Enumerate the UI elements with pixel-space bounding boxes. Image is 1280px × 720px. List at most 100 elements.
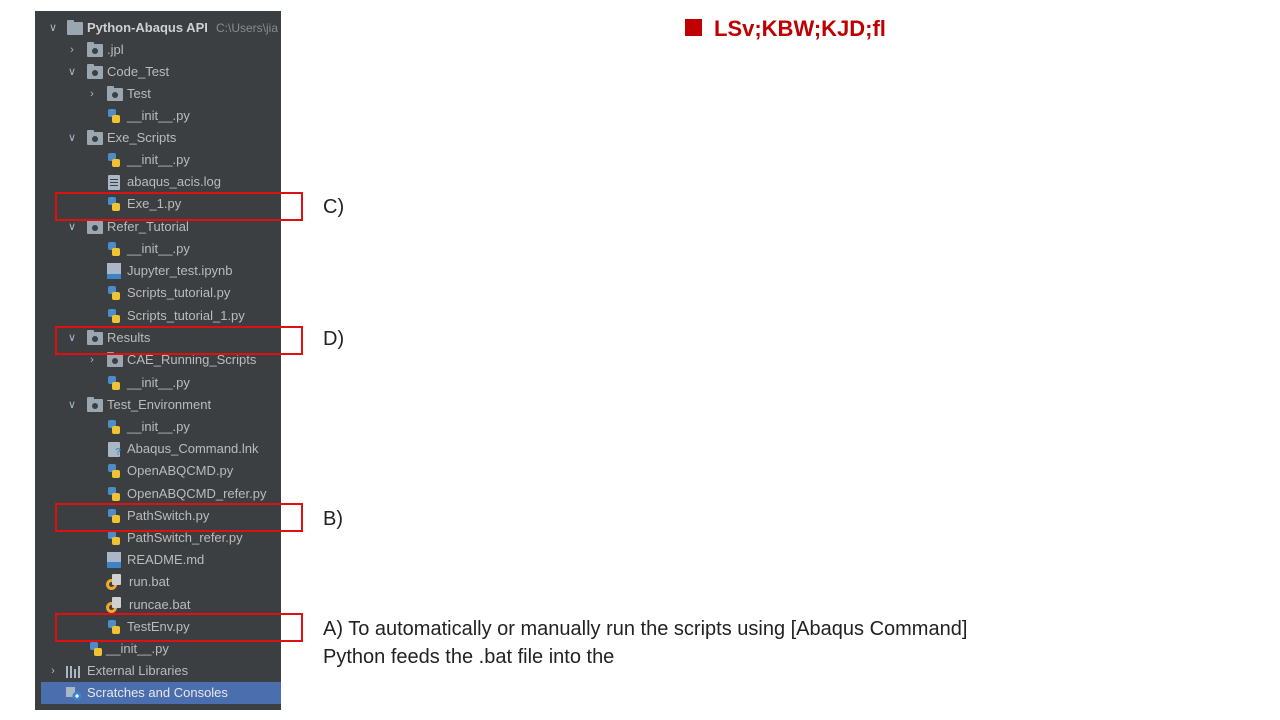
tree-item-label: runcae.bat bbox=[129, 597, 191, 612]
highlight-box-exe-1 bbox=[55, 192, 303, 221]
tree-item-label: run.bat bbox=[129, 574, 170, 589]
python-file-icon bbox=[107, 619, 121, 635]
chevron-down-icon[interactable]: ∨ bbox=[67, 399, 77, 411]
tree-item-label: Exe_1.py bbox=[127, 196, 182, 211]
tree-item-test[interactable]: › Test bbox=[35, 83, 281, 105]
folder-icon bbox=[107, 86, 123, 101]
python-file-icon bbox=[107, 108, 121, 124]
tree-item-results[interactable]: ∨ Results bbox=[35, 327, 281, 349]
python-file-icon bbox=[107, 285, 121, 301]
tree-item-label: External Libraries bbox=[87, 663, 189, 678]
python-file-icon bbox=[107, 508, 121, 524]
tree-item-file[interactable]: Jupyter_test.ipynb bbox=[35, 260, 281, 282]
tree-item-label: __init__.py bbox=[127, 419, 190, 434]
tree-item-label: __init__.py bbox=[127, 108, 190, 123]
python-file-icon bbox=[107, 241, 121, 257]
bullet-square-icon bbox=[685, 19, 702, 36]
tree-item-file[interactable]: run.bat bbox=[35, 571, 281, 593]
tree-item-file[interactable]: __init__.py bbox=[35, 105, 281, 127]
folder-icon bbox=[87, 64, 103, 79]
notebook-file-icon bbox=[107, 263, 121, 279]
chevron-right-icon[interactable]: › bbox=[90, 88, 94, 100]
slide-heading-text: LSv;KBW;KJD;fl bbox=[714, 16, 886, 41]
tree-item-label: Test bbox=[127, 86, 151, 101]
tree-item-label: Exe_Scripts bbox=[107, 130, 177, 145]
scratches-icon bbox=[66, 686, 82, 701]
shortcut-file-icon bbox=[108, 442, 121, 458]
tree-item-file[interactable]: PathSwitch.py bbox=[35, 505, 281, 527]
tree-item-file[interactable]: README.md bbox=[35, 549, 281, 571]
highlight-box-testenv bbox=[55, 613, 303, 642]
project-root-path: C:\Users\jia bbox=[216, 21, 279, 35]
annotation-a-line2: Python feeds the .bat file into the bbox=[323, 646, 615, 668]
tree-item-file[interactable]: Abaqus_Command.lnk bbox=[35, 438, 281, 460]
tree-item-file[interactable]: runcae.bat bbox=[35, 594, 281, 616]
annotation-c: C) bbox=[323, 196, 345, 218]
tree-item-label: Results bbox=[107, 330, 151, 345]
folder-icon bbox=[87, 397, 103, 412]
tree-item-label: TestEnv.py bbox=[127, 619, 190, 634]
annotation-a: A) To automatically or manually run the … bbox=[323, 615, 967, 671]
tree-item-label: CAE_Running_Scripts bbox=[127, 352, 257, 367]
tree-item-file[interactable]: TestEnv.py bbox=[35, 616, 281, 638]
python-file-icon bbox=[107, 152, 121, 168]
tree-item-label: OpenABQCMD_refer.py bbox=[127, 486, 267, 501]
tree-item-test-environment[interactable]: ∨ Test_Environment bbox=[35, 394, 281, 416]
python-file-icon bbox=[107, 486, 121, 502]
tree-item-file[interactable]: Scripts_tutorial.py bbox=[35, 282, 281, 304]
tree-item-file[interactable]: PathSwitch_refer.py bbox=[35, 527, 281, 549]
tree-item-file[interactable]: __init__.py bbox=[35, 149, 281, 171]
tree-item-file[interactable]: abaqus_acis.log bbox=[35, 171, 281, 193]
folder-icon bbox=[87, 130, 103, 145]
folder-icon bbox=[87, 42, 103, 57]
tree-item-label: PathSwitch.py bbox=[127, 508, 210, 523]
tree-item-jpl[interactable]: › .jpl bbox=[35, 39, 281, 61]
tree-item-file[interactable]: __init__.py bbox=[35, 372, 281, 394]
python-file-icon bbox=[107, 196, 121, 212]
tree-item-label: abaqus_acis.log bbox=[127, 174, 221, 189]
tree-item-file[interactable]: __init__.py bbox=[35, 638, 281, 660]
tree-item-exe-scripts[interactable]: ∨ Exe_Scripts bbox=[35, 127, 281, 149]
highlight-box-pathswitch bbox=[55, 503, 303, 532]
annotation-d: D) bbox=[323, 328, 345, 350]
tree-item-file[interactable]: Scripts_tutorial_1.py bbox=[35, 305, 281, 327]
tree-item-label: README.md bbox=[127, 552, 205, 567]
python-file-icon bbox=[107, 375, 121, 391]
tree-item-label: __init__.py bbox=[106, 641, 169, 656]
tree-root[interactable]: ∨ Python-Abaqus API C:\Users\jia bbox=[35, 17, 281, 39]
tree-item-file[interactable]: OpenABQCMD_refer.py bbox=[35, 483, 281, 505]
python-file-icon bbox=[107, 530, 121, 546]
tree-item-file[interactable]: OpenABQCMD.py bbox=[35, 460, 281, 482]
tree-item-label: Scratches and Consoles bbox=[87, 685, 228, 700]
chevron-right-icon[interactable]: › bbox=[70, 44, 74, 56]
chevron-right-icon[interactable]: › bbox=[90, 354, 94, 366]
tree-item-label: Code_Test bbox=[107, 64, 170, 79]
chevron-down-icon[interactable]: ∨ bbox=[67, 332, 77, 344]
tree-item-code-test[interactable]: ∨ Code_Test bbox=[35, 61, 281, 83]
chevron-right-icon[interactable]: › bbox=[51, 665, 55, 677]
tree-item-external-libraries[interactable]: › External Libraries bbox=[35, 660, 281, 682]
python-file-icon bbox=[107, 308, 121, 324]
chevron-down-icon[interactable]: ∨ bbox=[48, 22, 58, 34]
folder-icon bbox=[87, 330, 103, 345]
annotation-b: B) bbox=[323, 508, 343, 530]
tree-item-file[interactable]: Exe_1.py bbox=[35, 193, 281, 215]
project-tree-panel: ∨ Python-Abaqus API C:\Users\jia › .jpl … bbox=[35, 11, 281, 710]
tree-item-label: __init__.py bbox=[127, 152, 190, 167]
tree-item-label: __init__.py bbox=[127, 241, 190, 256]
tree-item-label: Refer_Tutorial bbox=[107, 219, 189, 234]
chevron-down-icon[interactable]: ∨ bbox=[67, 221, 77, 233]
tree-item-file[interactable]: __init__.py bbox=[35, 238, 281, 260]
folder-icon bbox=[67, 20, 83, 35]
tree-item-label: Jupyter_test.ipynb bbox=[127, 263, 233, 278]
tree-item-scratches-and-consoles[interactable]: Scratches and Consoles bbox=[41, 682, 281, 704]
tree-item-file[interactable]: __init__.py bbox=[35, 416, 281, 438]
tree-item-cae-running-scripts[interactable]: › CAE_Running_Scripts bbox=[35, 349, 281, 371]
folder-icon bbox=[107, 352, 123, 367]
chevron-down-icon[interactable]: ∨ bbox=[67, 66, 77, 78]
highlight-box-results bbox=[55, 326, 303, 355]
tree-item-label: PathSwitch_refer.py bbox=[127, 530, 243, 545]
tree-item-label: Scripts_tutorial.py bbox=[127, 285, 231, 300]
tree-item-label: Scripts_tutorial_1.py bbox=[127, 308, 245, 323]
chevron-down-icon[interactable]: ∨ bbox=[67, 132, 77, 144]
